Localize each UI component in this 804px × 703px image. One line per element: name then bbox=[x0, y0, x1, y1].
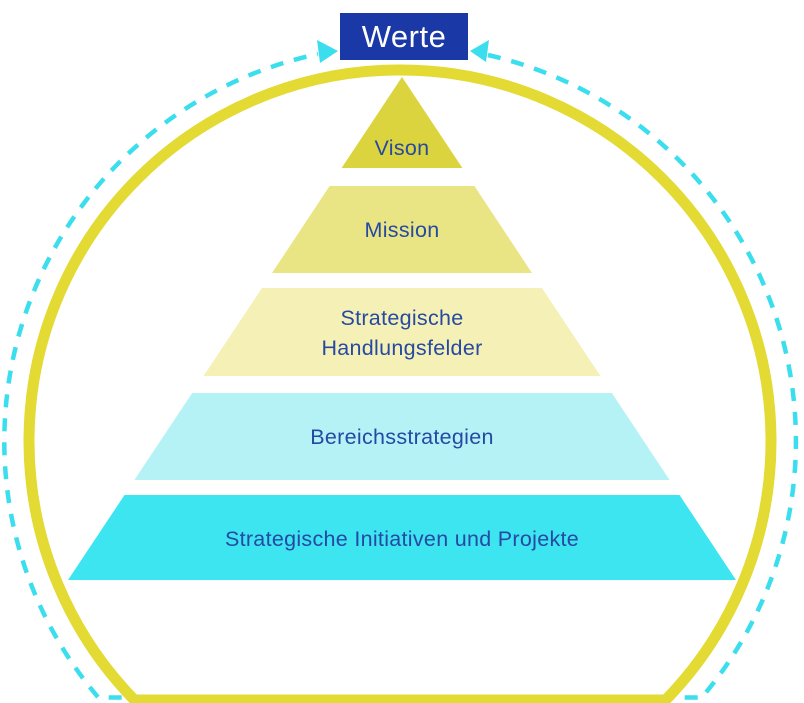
pyramid-level-3-label-line1: Strategische bbox=[340, 306, 463, 330]
pyramid-level-2-label: Mission bbox=[365, 218, 440, 242]
pyramid-level-2-shape bbox=[272, 186, 532, 273]
pyramid-level-3-label-line2: Handlungsfelder bbox=[321, 336, 482, 360]
werte-label: Werte bbox=[362, 19, 447, 54]
flow-arrow-left-icon bbox=[317, 40, 338, 63]
pyramid-level-5-label: Strategische Initiativen und Projekte bbox=[225, 527, 579, 551]
flow-arrow-right-icon bbox=[470, 40, 489, 62]
inner-yellow-ring bbox=[23, 64, 777, 703]
pyramid-level-1-shape bbox=[341, 77, 463, 168]
pyramid-level-4-shape bbox=[134, 393, 670, 480]
pyramid-level-4-label: Bereichsstrategien bbox=[310, 425, 493, 449]
pyramid-level-5-shape bbox=[68, 495, 736, 580]
outer-dashed-ring bbox=[2, 51, 799, 700]
pyramid-level-1-label: Vison bbox=[375, 136, 430, 160]
pyramid-level-3-shape bbox=[203, 288, 601, 376]
werte-box bbox=[340, 13, 468, 60]
